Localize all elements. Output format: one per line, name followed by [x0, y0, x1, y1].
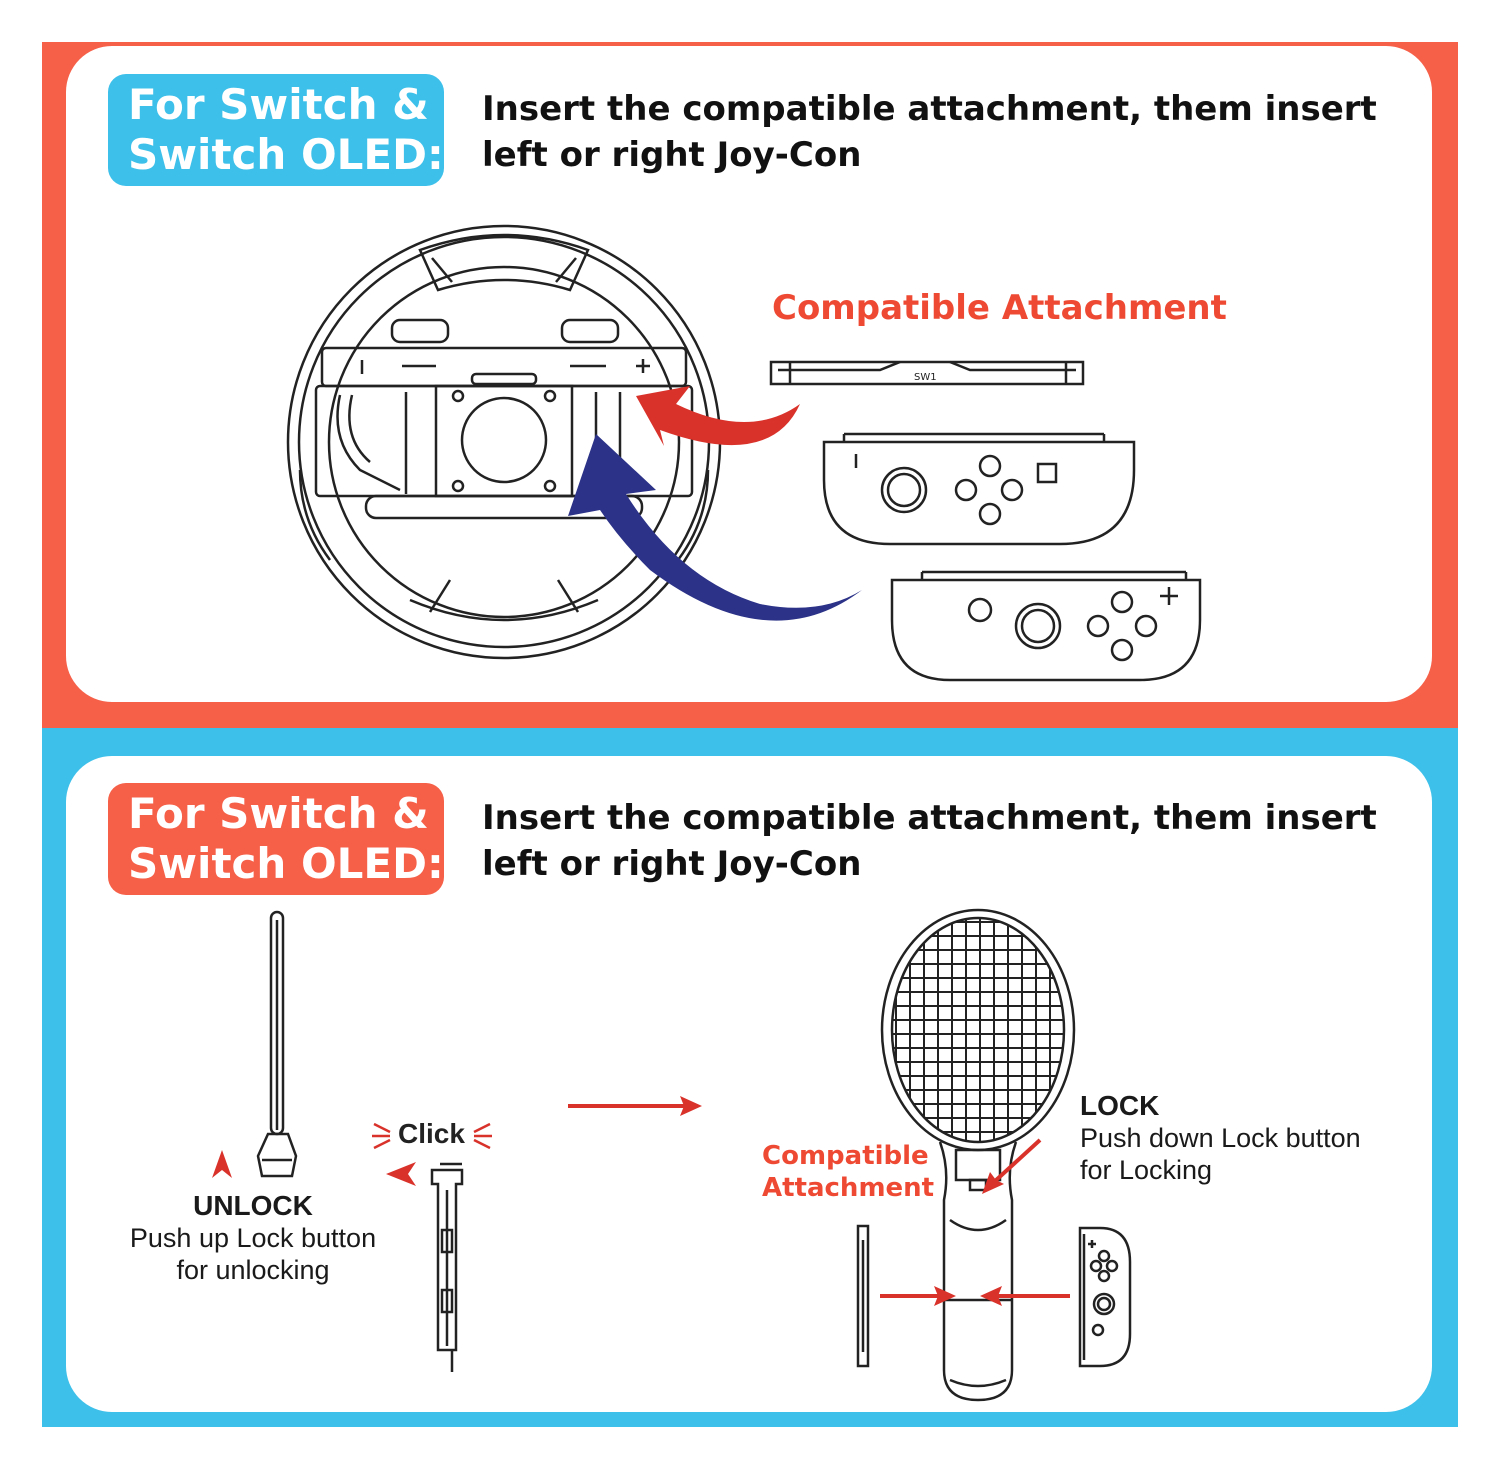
- instruction-line-1: Insert the compatible attachment, them i…: [482, 89, 1377, 129]
- lock-line-1: Push down Lock button: [1080, 1123, 1361, 1153]
- attachment-line-1: Compatible: [762, 1141, 929, 1171]
- instruction-line-2: left or right Joy-Con: [482, 135, 862, 175]
- badge-line-1: For Switch &: [128, 789, 429, 838]
- lock-note: LOCK Push down Lock button for Locking: [1080, 1090, 1361, 1186]
- instruction-bottom: Insert the compatible attachment, them i…: [482, 795, 1402, 887]
- compatible-attachment-label-top: Compatible Attachment: [772, 288, 1227, 328]
- attachment-line-2: Attachment: [762, 1173, 935, 1203]
- instruction-line-2: left or right Joy-Con: [482, 844, 862, 884]
- lock-title: LOCK: [1080, 1090, 1160, 1121]
- unlock-title: UNLOCK: [193, 1190, 313, 1221]
- lock-line-2: for Locking: [1080, 1155, 1213, 1185]
- unlock-line-2: for unlocking: [176, 1255, 330, 1285]
- compatibility-badge-top: For Switch & Switch OLED:: [108, 74, 444, 186]
- instruction-top: Insert the compatible attachment, them i…: [482, 86, 1402, 178]
- unlock-line-1: Push up Lock button: [129, 1223, 377, 1253]
- compatibility-badge-bottom: For Switch & Switch OLED:: [108, 783, 444, 895]
- compatible-attachment-label-bottom: Compatible Attachment: [762, 1140, 934, 1204]
- instruction-line-1: Insert the compatible attachment, them i…: [482, 798, 1377, 838]
- unlock-note: UNLOCK Push up Lock button for unlocking: [118, 1190, 388, 1286]
- badge-line-2: Switch OLED:: [128, 839, 444, 888]
- badge-line-2: Switch OLED:: [128, 130, 444, 179]
- click-label: Click: [398, 1118, 465, 1149]
- badge-line-1: For Switch &: [128, 80, 429, 129]
